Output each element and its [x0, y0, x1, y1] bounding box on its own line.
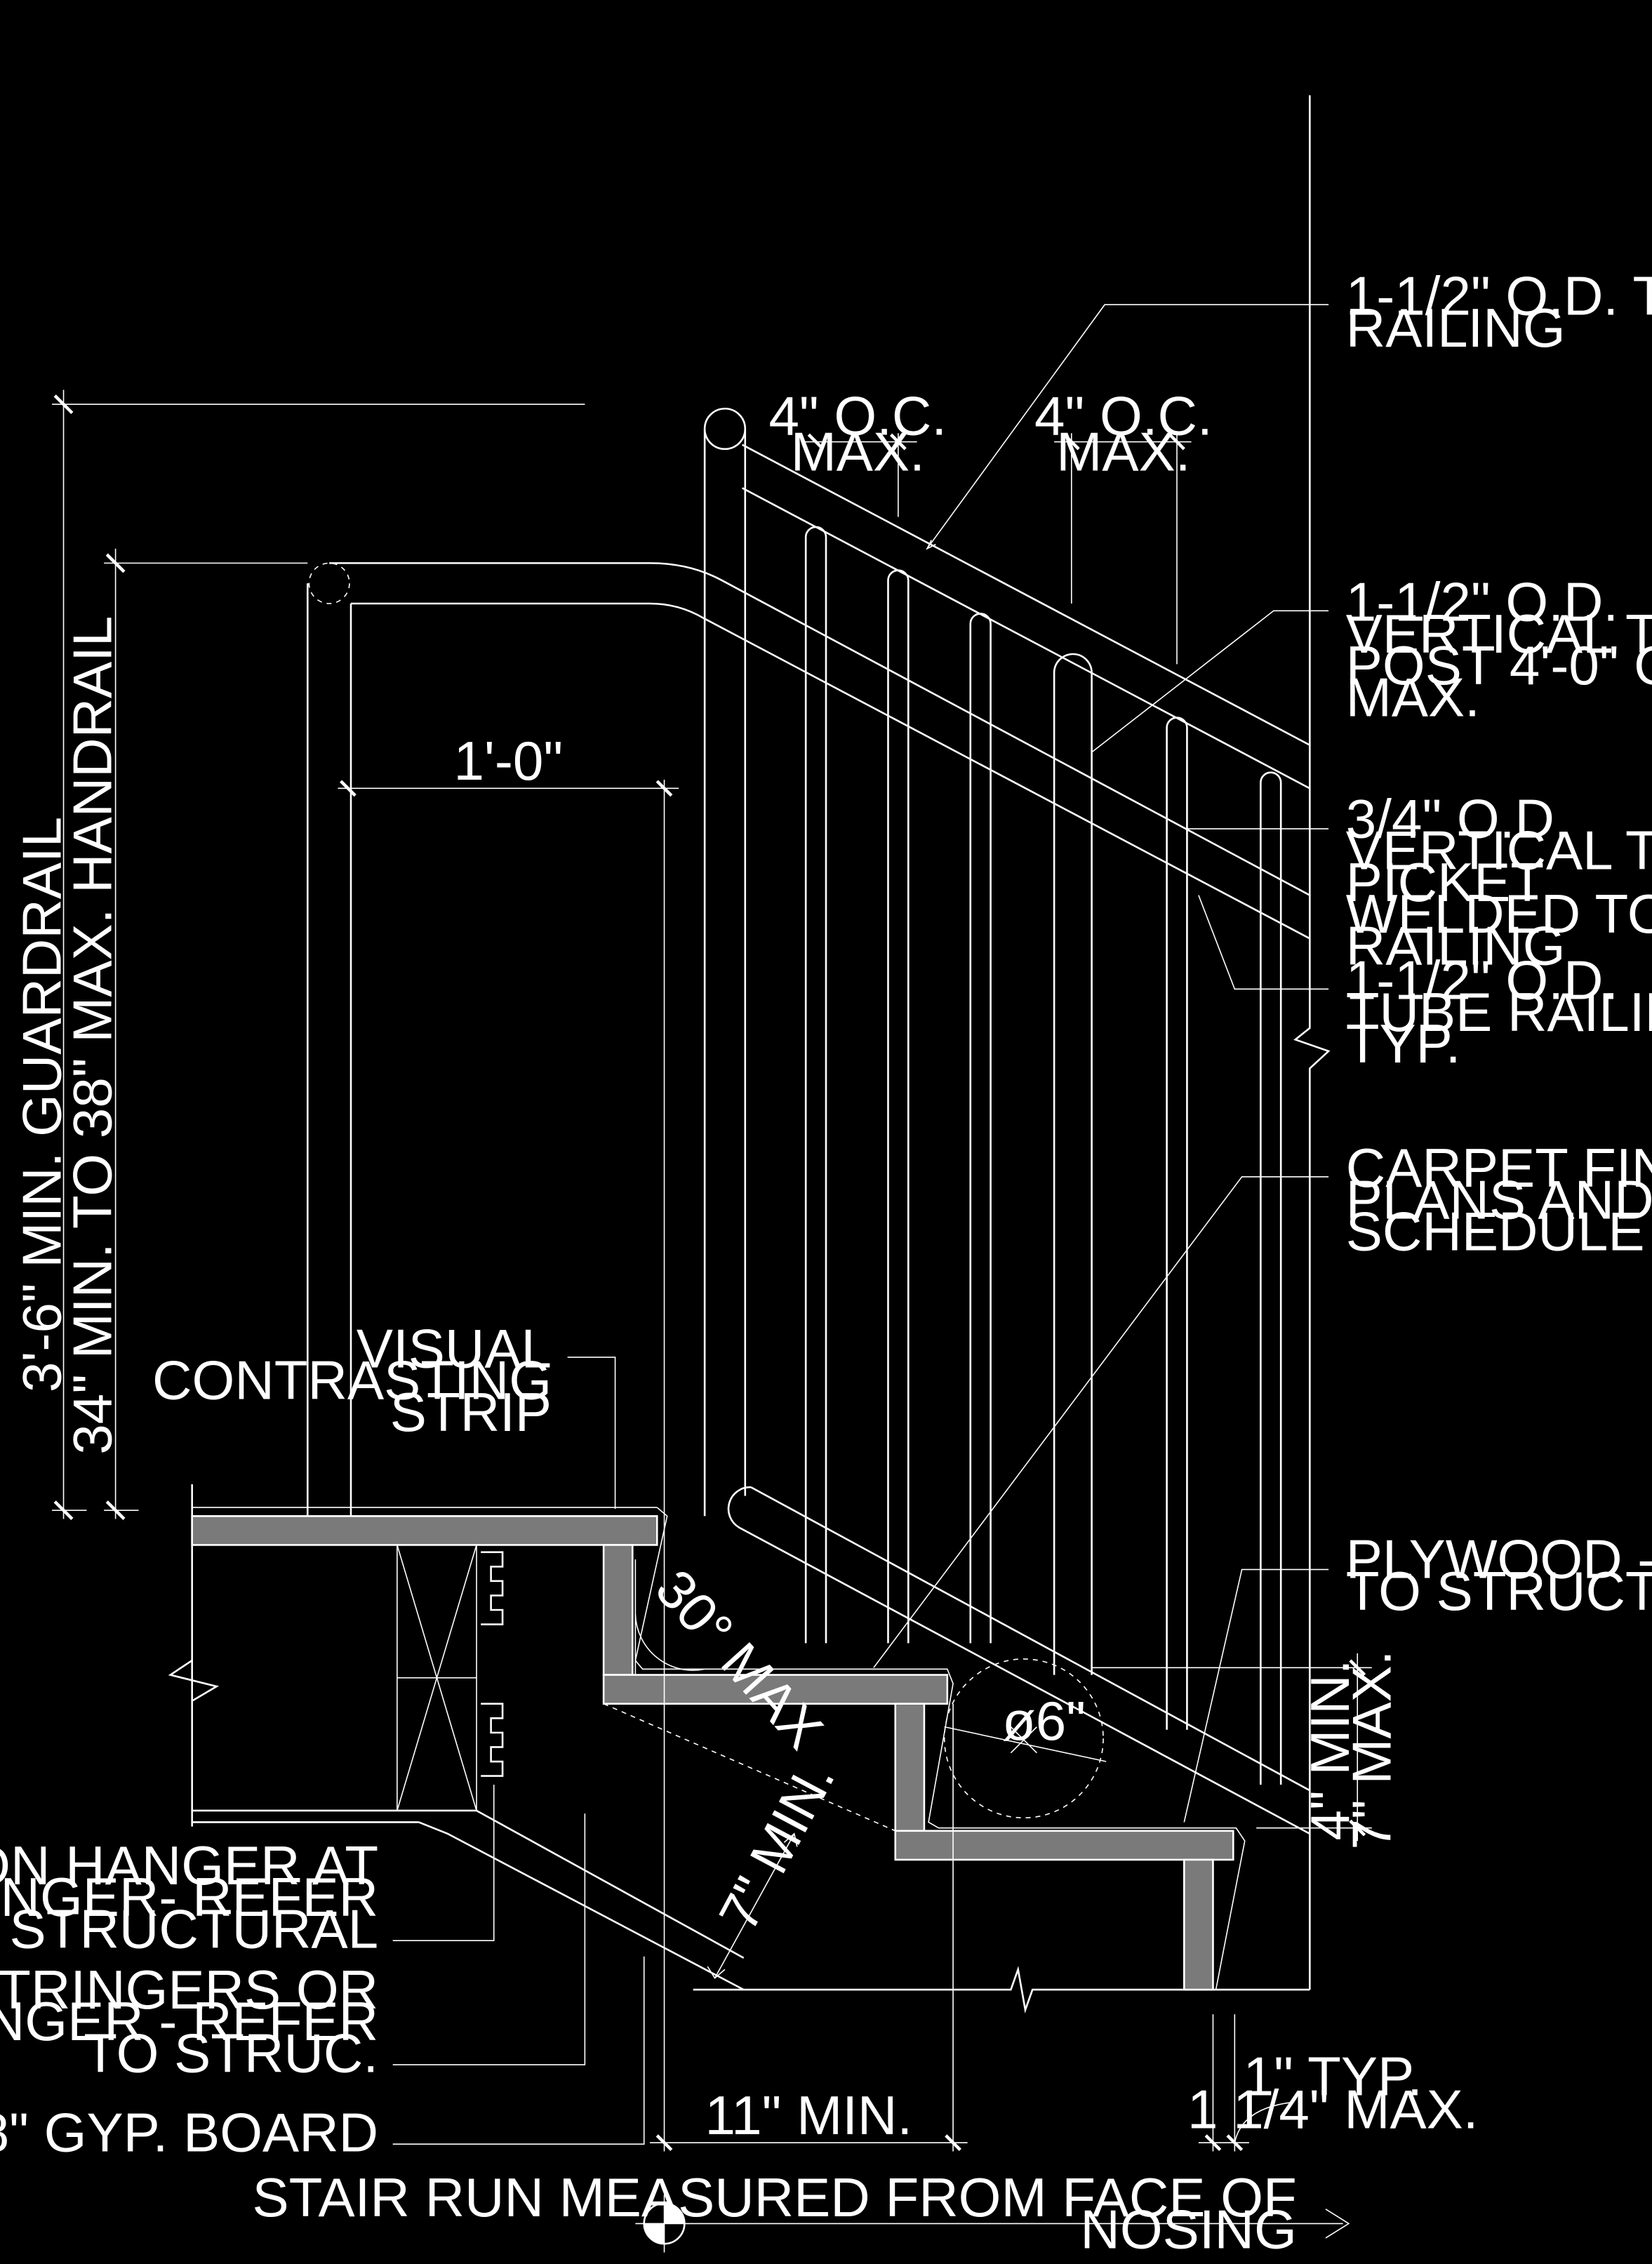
riser-min-label: 4" MIN.	[1299, 1660, 1361, 1841]
callout-vertical-post-line3: POST 4'-0" O.C.	[1346, 634, 1652, 696]
dim-guardrail	[52, 389, 585, 1519]
nosing-label-line2: 1 1/4" MAX.	[1187, 2079, 1478, 2140]
riser-max-label: 7" MAX.	[1341, 1651, 1403, 1850]
callout-picket-line4: WELDED TO	[1346, 883, 1652, 945]
callout-stringers: (2) 2X STRINGERS OR 4X STRINGER - REFER …	[0, 1959, 378, 2084]
picket-spacing-1-line1: 4" O.C.	[768, 385, 947, 446]
tread-depth-label: 11" MIN.	[705, 2084, 912, 2146]
callout-tube-railing: 1-1/2" O.D. TUBE RAILING	[1346, 265, 1652, 359]
wall-line	[1295, 95, 1328, 1990]
callout-stringers-line3: TO STRUC.	[84, 2022, 378, 2084]
dim-riser-height	[1092, 1653, 1372, 1841]
callout-stringers-line2: 4X STRINGER - REFER	[0, 1990, 378, 2052]
callout-tube-railing-typ-line1: 1-1/2" O.D.	[1346, 950, 1618, 1011]
guardrail-rails	[705, 408, 1310, 1516]
callout-gyp: 5/8" GYP. BOARD	[0, 2102, 378, 2164]
callout-picket: 3/4" O.D. VERTICAL TUBE PICKET WELDED TO…	[1346, 787, 1652, 976]
nosing-label-line1: 1" TYP.	[1244, 2045, 1423, 2107]
headroom-label: 7" MIN.	[707, 1752, 846, 1940]
dim-handrail	[104, 549, 307, 1519]
lower-rail	[728, 1487, 1310, 1834]
callout-carpet: CARPET FINISH PER PLANS AND FINISH SCHED…	[1346, 1137, 1652, 1263]
callout-visual-strip-line2: CONTRASTING	[152, 1350, 552, 1411]
sphere-label: ø6"	[1002, 1690, 1086, 1752]
callout-picket-line1: 3/4" O.D.	[1346, 787, 1570, 849]
dim-extension	[338, 780, 679, 2152]
callout-picket-line3: PICKET	[1346, 851, 1544, 913]
callout-simpson-line2: EACH STRINGER- REFER	[0, 1866, 378, 1928]
guardrail-dimension-label: 3'-6" MIN. GUARDRAIL	[11, 817, 72, 1392]
picket-spacing-2-line2: MAX.	[1056, 421, 1190, 483]
handrail	[307, 563, 1310, 1516]
callout-picket-line5: RAILING	[1346, 914, 1566, 976]
leaders-left	[393, 1357, 644, 2144]
picket-spacing-1-line2: MAX.	[791, 421, 925, 483]
callout-simpson: SIMPSON HANGER AT EACH STRINGER- REFER T…	[0, 1834, 378, 1960]
floor-line	[693, 1969, 1310, 2010]
callout-simpson-line1: SIMPSON HANGER AT	[0, 1834, 378, 1896]
callout-vertical-post: 1-1/2" O.D. VERTICAL TUBE POST 4'-0" O.C…	[1346, 571, 1652, 728]
landing-framing	[171, 1484, 744, 1990]
callout-vertical-post-line2: VERTICAL TUBE	[1346, 603, 1652, 665]
callout-carpet-line1: CARPET FINISH PER	[1346, 1137, 1652, 1199]
callout-picket-line2: VERTICAL TUBE	[1346, 820, 1652, 881]
callout-tube-railing-line1: 1-1/2" O.D. TUBE	[1346, 265, 1652, 327]
pickets	[806, 527, 1281, 1785]
callout-vertical-post-line1: 1-1/2" O.D.	[1346, 571, 1618, 633]
dim-headroom	[707, 1834, 797, 1978]
callout-tube-railing-typ-line3: TYP.	[1346, 1013, 1461, 1074]
stair-steps	[604, 1507, 1245, 1990]
dim-riser-angle	[635, 1559, 705, 1675]
callout-plywood-line1: PLYWOOD - REFER	[1346, 1529, 1652, 1590]
dim-tread-depth	[650, 1704, 968, 2152]
stair-run-marker	[635, 2195, 1349, 2252]
callout-tube-railing-typ-line2: TUBE RAILING,	[1346, 981, 1652, 1043]
callout-visual-strip-line3: STRIP	[390, 1381, 552, 1443]
handrail-dimension-label: 34" MIN. TO 38" MAX. HANDRAIL	[61, 616, 123, 1455]
callout-plywood-line2: TO STRUCTURAL	[1346, 1560, 1652, 1622]
callout-visual-strip-line1: VISUAL	[357, 1317, 552, 1379]
stair-run-label-line2: NOSING	[1080, 2198, 1296, 2260]
callout-tube-railing-typ: 1-1/2" O.D. TUBE RAILING, TYP.	[1346, 950, 1652, 1075]
callout-visual-strip: VISUAL CONTRASTING STRIP	[152, 1317, 552, 1443]
callout-carpet-line3: SCHEDULE	[1346, 1201, 1645, 1263]
callout-carpet-line2: PLANS AND FINISH	[1346, 1168, 1652, 1230]
dim-nosing	[1199, 2014, 1293, 2151]
picket-spacing-2-line1: 4" O.C.	[1034, 385, 1213, 446]
callout-tube-railing-line2: RAILING	[1346, 297, 1566, 359]
callout-stringers-line1: (2) 2X STRINGERS OR	[0, 1959, 378, 2020]
leaders-right	[874, 305, 1328, 1822]
stair-run-label-line1: STAIR RUN MEASURED FROM FACE OF	[252, 2166, 1296, 2228]
callout-gyp-line1: 5/8" GYP. BOARD	[0, 2102, 378, 2164]
callout-simpson-line3: TO STRUCTURAL	[0, 1898, 378, 1959]
sphere-test	[945, 1659, 1106, 1818]
dim-picket-spacing	[801, 433, 1192, 664]
callout-vertical-post-line4: MAX.	[1346, 666, 1480, 728]
callout-plywood: PLYWOOD - REFER TO STRUCTURAL	[1346, 1529, 1652, 1622]
extension-dimension-label: 1'-0"	[453, 730, 563, 792]
